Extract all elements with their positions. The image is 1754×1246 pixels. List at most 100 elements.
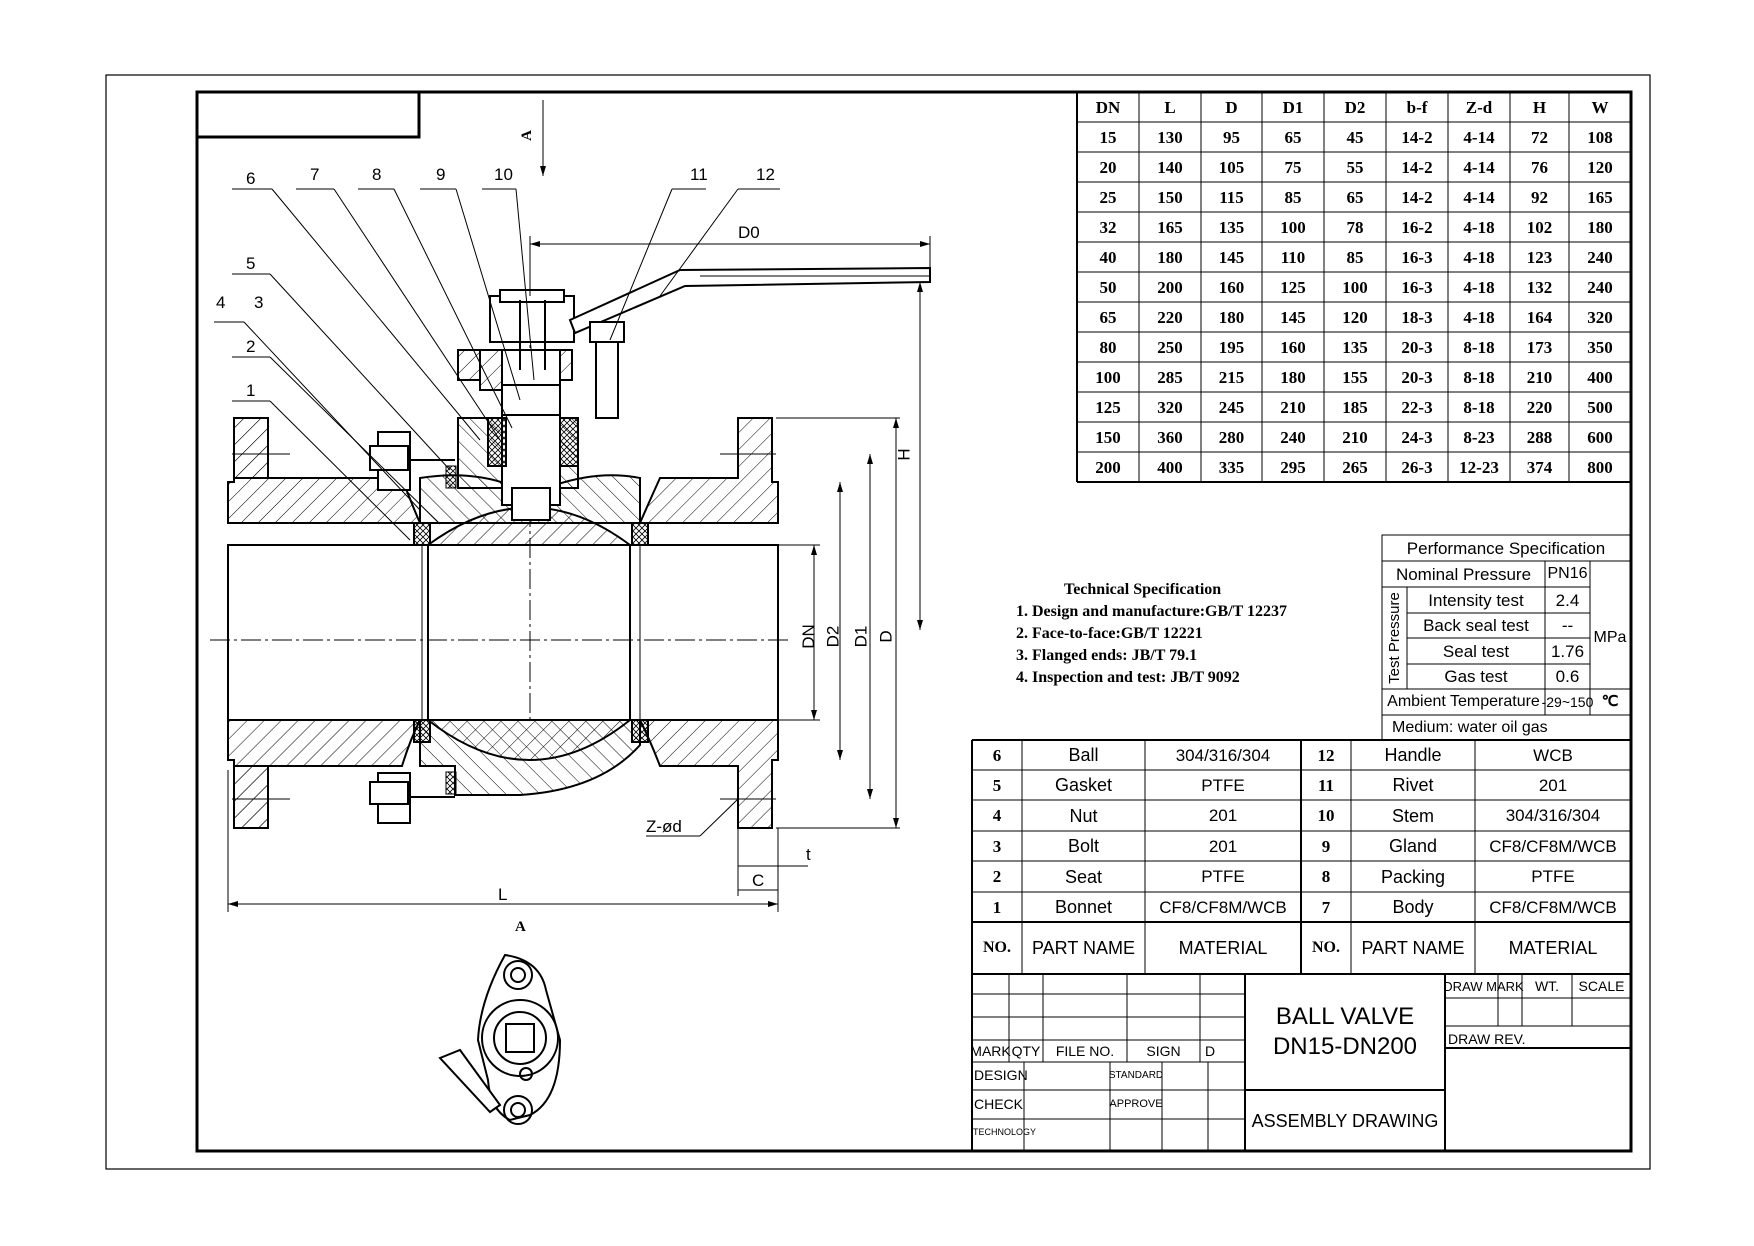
table-cell: 320 [1587, 307, 1613, 327]
table-header-cell: L [1164, 97, 1176, 117]
table-cell: 105 [1218, 157, 1245, 177]
balloon-9: 9 [436, 165, 446, 184]
table-cell: 18-3 [1401, 307, 1433, 327]
perf-test-value: 0.6 [1555, 667, 1580, 686]
table-cell: 8-18 [1463, 337, 1495, 357]
table-cell: 4-14 [1463, 187, 1495, 207]
table-cell: 16-3 [1401, 277, 1433, 297]
balloon-12: 12 [756, 165, 775, 184]
parts-header-material: MATERIAL [1178, 938, 1268, 958]
table-cell: 65 [1284, 127, 1302, 147]
tb-scale: SCALE [1578, 978, 1625, 994]
perf-test-value: -- [1561, 616, 1574, 635]
balloon-4: 4 [216, 293, 226, 312]
table-cell: 150 [1095, 427, 1121, 447]
tb-wt: WT. [1534, 978, 1560, 994]
parts-header-no: NO. [1312, 939, 1340, 956]
table-cell: 265 [1342, 457, 1368, 477]
table-cell: 14-2 [1401, 157, 1433, 177]
table-cell: 65 [1346, 187, 1364, 207]
parts-header-material: MATERIAL [1508, 938, 1598, 958]
part-material: 304/316/304 [1175, 745, 1271, 765]
table-cell: 135 [1218, 217, 1245, 237]
table-cell: 132 [1526, 277, 1553, 297]
part-name: Rivet [1392, 775, 1434, 795]
part-name: Bolt [1067, 836, 1100, 856]
tb-sign: SIGN [1146, 1043, 1181, 1059]
table-cell: 102 [1526, 217, 1553, 237]
table-header-cell: D1 [1282, 97, 1304, 117]
part-name: Bonnet [1054, 897, 1113, 917]
balloon-7: 7 [310, 165, 320, 184]
table-cell: 25 [1099, 187, 1117, 207]
balloon-5: 5 [246, 254, 256, 273]
table-cell: 250 [1157, 337, 1183, 357]
part-no: 7 [1321, 897, 1331, 917]
table-cell: 8-23 [1463, 427, 1495, 447]
table-cell: 115 [1219, 187, 1244, 207]
part-name: Stem [1391, 805, 1434, 826]
table-cell: 12-23 [1459, 457, 1499, 477]
tb-title-line2: DN15-DN200 [1272, 1033, 1418, 1060]
view-a-label: A [515, 919, 526, 935]
table-cell: 125 [1280, 277, 1306, 297]
table-cell: 135 [1342, 337, 1368, 357]
dim-label-l: L [498, 885, 508, 904]
table-cell: 100 [1095, 367, 1121, 387]
table-cell: 145 [1218, 247, 1245, 267]
part-name: Body [1392, 897, 1434, 917]
tb-technology: TECHNOLOGY [973, 1127, 1037, 1137]
tb-title-line1: BALL VALVE [1275, 1003, 1415, 1030]
table-cell: 100 [1280, 217, 1306, 237]
part-material: CF8/CF8M/WCB [1159, 897, 1287, 917]
frame-border [195, 90, 1633, 1153]
part-material: PTFE [1201, 775, 1245, 795]
dim-label-zd: Z-ød [646, 817, 682, 836]
table-cell: 360 [1157, 427, 1183, 447]
parts-header-name: PART NAME [1361, 938, 1465, 958]
parts-header-name: PART NAME [1031, 938, 1136, 958]
table-header-cell: W [1591, 97, 1609, 117]
table-cell: 600 [1587, 427, 1613, 447]
table-cell: 240 [1587, 247, 1613, 267]
part-material: 201 [1208, 806, 1238, 825]
tb-file-no: FILE NO. [1055, 1043, 1115, 1059]
part-no: 8 [1321, 867, 1331, 886]
table-header-cell: b-f [1406, 97, 1428, 117]
part-material: 304/316/304 [1505, 806, 1601, 825]
table-cell: 125 [1095, 397, 1121, 417]
part-no: 5 [992, 775, 1002, 795]
table-cell: 8-18 [1463, 367, 1495, 387]
part-material: CF8/CF8M/WCB [1489, 897, 1617, 917]
table-cell: 145 [1280, 307, 1306, 327]
table-cell: 155 [1342, 367, 1368, 387]
outer-border [105, 74, 1651, 1170]
balloon-10: 10 [494, 165, 513, 184]
table-cell: 92 [1531, 187, 1548, 207]
part-no: 11 [1317, 775, 1335, 795]
table-cell: 288 [1526, 427, 1553, 447]
table-cell: 350 [1587, 337, 1613, 357]
tech-spec-item: 3. Flanged ends: JB/T 79.1 [1016, 647, 1198, 664]
part-name: Packing [1380, 866, 1446, 887]
table-cell: 22-3 [1401, 397, 1433, 417]
table-cell: 4-14 [1463, 157, 1495, 177]
dim-label-d0: D0 [738, 223, 760, 242]
table-cell: 24-3 [1401, 427, 1433, 447]
tech-spec-item: 4. Inspection and test: JB/T 9092 [1016, 669, 1240, 686]
table-cell: 180 [1218, 307, 1245, 327]
table-cell: 80 [1099, 337, 1117, 357]
table-cell: 210 [1526, 367, 1553, 387]
part-material: WCB [1533, 745, 1573, 765]
perf-unit: MPa [1593, 629, 1627, 646]
table-cell: 160 [1218, 277, 1245, 297]
table-cell: 150 [1157, 187, 1183, 207]
dimension-lines [227, 100, 931, 912]
table-cell: 800 [1587, 457, 1613, 477]
table-cell: 108 [1587, 127, 1613, 147]
tb-d: D [1204, 1043, 1216, 1059]
tb-standard: STANDARD [1108, 1070, 1164, 1081]
part-material: CF8/CF8M/WCB [1489, 836, 1617, 856]
table-cell: 295 [1280, 457, 1306, 477]
perf-ambient-value: -29~150 [1541, 694, 1594, 710]
